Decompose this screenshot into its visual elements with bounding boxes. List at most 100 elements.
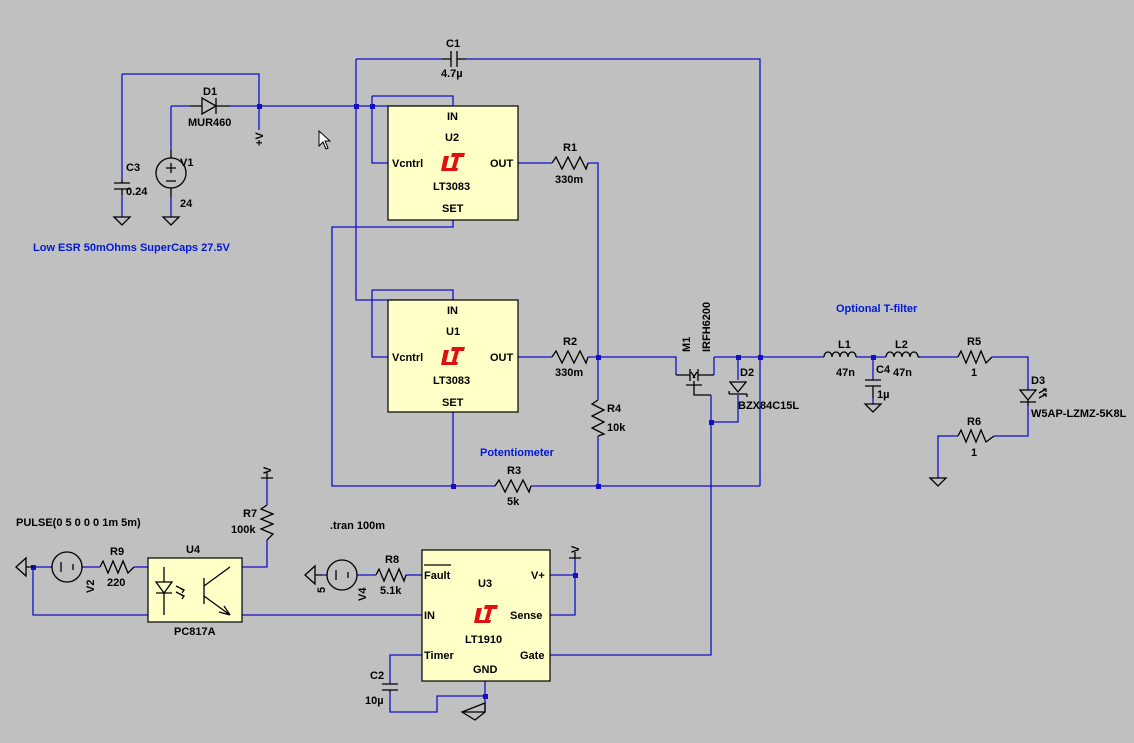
- tran-directive: .tran 100m: [330, 520, 385, 532]
- c2-value: 10µ: [365, 695, 384, 707]
- r1-value: 330m: [555, 174, 583, 186]
- c1-value: 4.7µ: [441, 68, 463, 80]
- pulse-directive: PULSE(0 5 0 0 0 1m 5m): [16, 517, 141, 529]
- u2-label: U2: [445, 132, 459, 144]
- u1-out-pin: OUT: [490, 352, 514, 364]
- diode-d1[interactable]: D1 MUR460: [188, 86, 231, 129]
- junction-dots: [31, 104, 876, 699]
- u3-gate-pin: Gate: [520, 650, 544, 662]
- u1-vcntrl-pin: Vcntrl: [392, 352, 423, 364]
- l2-label: L2: [895, 339, 908, 351]
- wires: [32, 58, 1029, 713]
- voltage-source-v1[interactable]: V1 24: [155, 150, 193, 226]
- r7-label: R7: [243, 508, 257, 520]
- resistor-r9[interactable]: R9 220: [99, 546, 135, 589]
- u2-part: LT3083: [433, 181, 470, 193]
- capacitor-c4[interactable]: C4 1µ: [864, 364, 891, 413]
- r4-label: R4: [607, 403, 622, 415]
- c2-label: C2: [370, 670, 384, 682]
- svg-text:+V: +V: [254, 132, 266, 146]
- r6-label: R6: [967, 416, 981, 428]
- svg-text:V: V: [570, 545, 582, 553]
- mouse-cursor-icon: [318, 129, 332, 150]
- d2-label: D2: [740, 367, 754, 379]
- optocoupler-u4[interactable]: U4 PC817A: [147, 544, 243, 638]
- u3-part: LT1910: [465, 634, 502, 646]
- r2-label: R2: [563, 336, 577, 348]
- resistor-r6[interactable]: R6 1: [929, 416, 995, 487]
- voltage-source-v4[interactable]: 5 V4: [304, 559, 369, 601]
- mosfet-m1[interactable]: M1 IRFH6200: [676, 302, 714, 396]
- l1-label: L1: [838, 339, 851, 351]
- note-potentiometer: Potentiometer: [480, 447, 555, 459]
- r8-label: R8: [385, 554, 399, 566]
- inductor-l1[interactable]: L1 47n: [823, 339, 857, 379]
- m1-part: IRFH6200: [701, 302, 713, 352]
- d3-value: W5AP-LZMZ-5K8L: [1031, 408, 1127, 420]
- ground-symbol: [460, 702, 486, 721]
- resistor-r5[interactable]: R5 1: [957, 336, 993, 379]
- c1-label: C1: [446, 38, 460, 50]
- resistor-r4[interactable]: R4 10k: [590, 399, 626, 437]
- u3-timer-pin: Timer: [424, 650, 454, 662]
- regulator-u2[interactable]: IN U2 Vcntrl OUT LT3083 SET: [387, 105, 519, 221]
- net-label-plus-v: +V: [254, 132, 266, 146]
- resistor-r1[interactable]: R1 330m: [551, 142, 589, 186]
- c4-label: C4: [876, 364, 891, 376]
- u1-part: LT3083: [433, 375, 470, 387]
- u2-set-pin: SET: [442, 203, 464, 215]
- zener-d2[interactable]: D2 BZX84C15L: [728, 367, 799, 412]
- d1-value: MUR460: [188, 117, 231, 129]
- u1-set-pin: SET: [442, 397, 464, 409]
- note-supercaps: Low ESR 50mOhms SuperCaps 27.5V: [33, 242, 231, 254]
- v4-label: V4: [357, 587, 369, 601]
- r7-value: 100k: [231, 524, 256, 536]
- r9-label: R9: [110, 546, 124, 558]
- r5-value: 1: [971, 367, 977, 379]
- v1-label: V1: [180, 157, 193, 169]
- r8-value: 5.1k: [380, 585, 402, 597]
- c4-value: 1µ: [877, 389, 889, 401]
- r3-label: R3: [507, 465, 521, 477]
- u3-label: U3: [478, 578, 492, 590]
- r6-value: 1: [971, 447, 977, 459]
- note-t-filter: Optional T-filter: [836, 303, 918, 315]
- d1-label: D1: [203, 86, 217, 98]
- regulator-u1[interactable]: IN U1 Vcntrl OUT LT3083 SET: [387, 299, 519, 413]
- u3-gnd-pin: GND: [473, 664, 498, 676]
- v4-value: 5: [316, 587, 328, 593]
- resistor-r3[interactable]: R3 5k: [494, 465, 532, 508]
- r5-label: R5: [967, 336, 981, 348]
- r3-value: 5k: [507, 496, 520, 508]
- c3-value: 0.24: [126, 186, 148, 198]
- u3-sense-pin: Sense: [510, 610, 542, 622]
- led-d3[interactable]: D3 W5AP-LZMZ-5K8L: [1018, 375, 1127, 420]
- r4-value: 10k: [607, 422, 626, 434]
- resistor-r7[interactable]: V R7 100k: [231, 466, 275, 541]
- u4-label: U4: [186, 544, 201, 556]
- resistor-r8[interactable]: R8 5.1k: [375, 554, 407, 597]
- resistor-r2[interactable]: R2 330m: [551, 336, 589, 379]
- u1-in-pin: IN: [447, 305, 458, 317]
- voltage-source-v2[interactable]: V2: [15, 551, 97, 593]
- d2-value: BZX84C15L: [738, 400, 799, 412]
- net-label-v: V: [262, 466, 274, 474]
- u4-part: PC817A: [174, 626, 216, 638]
- u2-vcntrl-pin: Vcntrl: [392, 158, 423, 170]
- u2-out-pin: OUT: [490, 158, 514, 170]
- l2-value: 47n: [893, 367, 912, 379]
- v2-label: V2: [85, 580, 97, 593]
- controller-u3[interactable]: Fault U3 V+ IN Sense LT1910 Timer Gate G…: [421, 549, 551, 682]
- net-label-v-u3: V: [569, 545, 582, 559]
- capacitor-c3[interactable]: C3 0.24: [113, 162, 148, 226]
- capacitor-c2[interactable]: C2 10µ: [365, 670, 398, 707]
- r9-value: 220: [107, 577, 125, 589]
- capacitor-c1[interactable]: C1 4.7µ: [441, 38, 466, 80]
- m1-label: M1: [681, 337, 693, 352]
- inductor-l2[interactable]: L2 47n: [885, 339, 920, 379]
- u3-fault-pin: Fault: [424, 570, 451, 582]
- u3-in-pin: IN: [424, 610, 435, 622]
- d3-label: D3: [1031, 375, 1045, 387]
- v1-value: 24: [180, 198, 193, 210]
